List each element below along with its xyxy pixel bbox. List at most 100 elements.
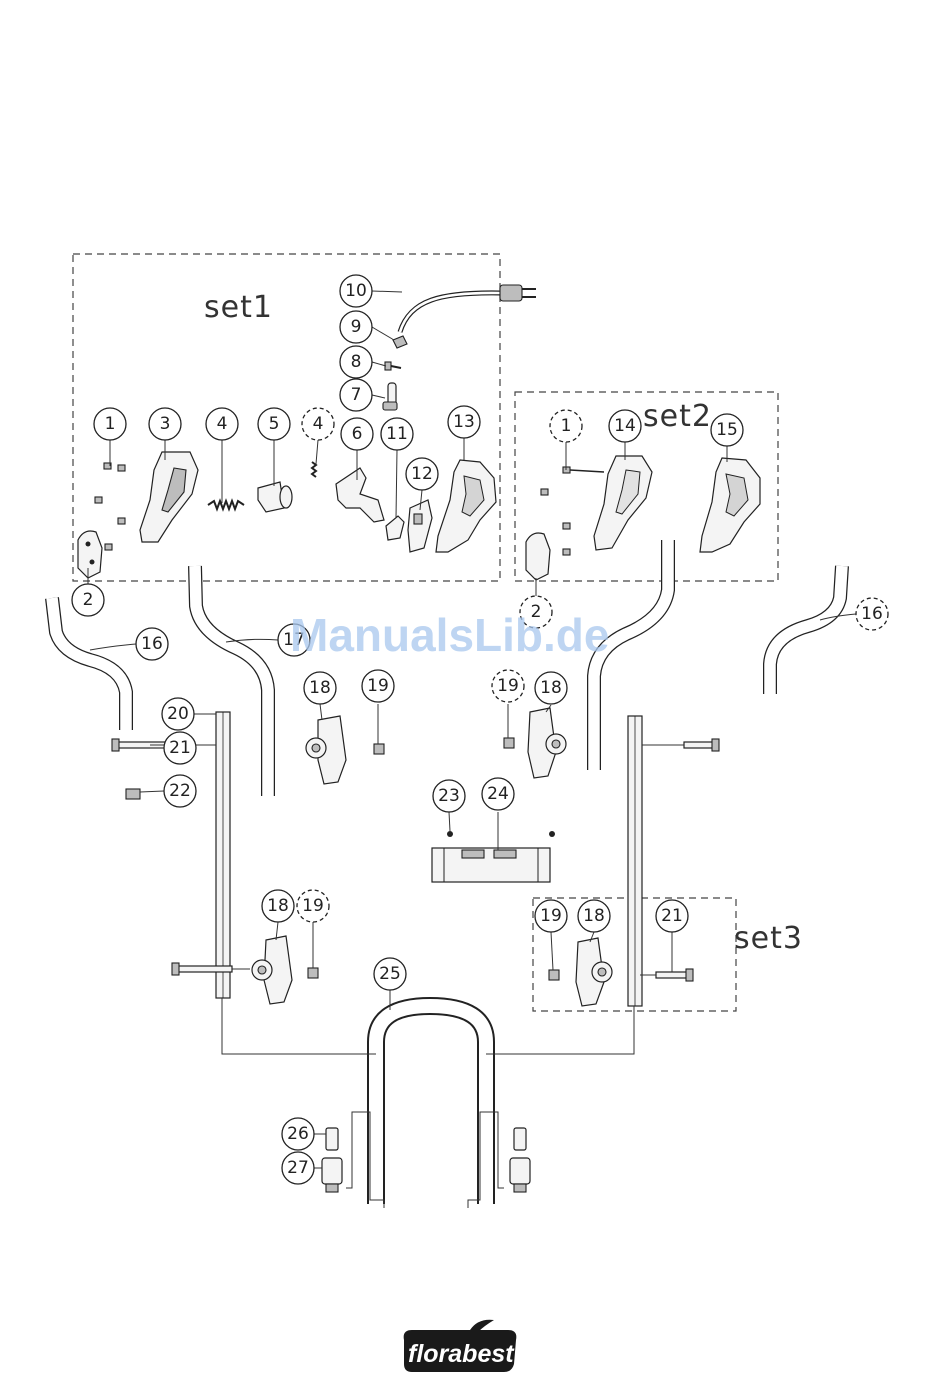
cable-holder-part: [432, 848, 550, 882]
svg-text:20: 20: [167, 704, 189, 724]
svg-text:19: 19: [367, 676, 389, 696]
svg-text:4: 4: [217, 414, 228, 434]
callout-11: 11: [381, 418, 413, 450]
svg-text:2: 2: [83, 590, 94, 610]
clamp-lever-4-part: [576, 938, 612, 1006]
lower-tube-right-part: [628, 716, 642, 1006]
svg-text:10: 10: [345, 281, 367, 301]
callout-3: 3: [149, 408, 181, 440]
svg-text:21: 21: [169, 738, 191, 758]
svg-text:21: 21: [661, 906, 683, 926]
screws-group-left: [95, 463, 125, 550]
callout-19a: 19: [362, 670, 394, 702]
svg-text:19: 19: [302, 896, 324, 916]
svg-text:18: 18: [267, 896, 289, 916]
svg-text:19: 19: [540, 906, 562, 926]
svg-text:11: 11: [386, 424, 408, 444]
set3-label: set3: [734, 921, 803, 956]
svg-text:4: 4: [313, 414, 324, 434]
callout-13: 13: [448, 406, 480, 438]
bolt-set3-part: [656, 969, 693, 981]
callout-26: 26: [282, 1118, 314, 1150]
screw-part: [385, 362, 401, 370]
foot-cap-left-part: [322, 1128, 342, 1192]
svg-text:24: 24: [487, 784, 509, 804]
upper-tube-middle-part: [195, 566, 268, 796]
switch-knob-part: [258, 482, 292, 512]
svg-text:13: 13: [453, 412, 475, 432]
set1-label: set1: [204, 290, 273, 325]
callout-1a: 1: [94, 408, 126, 440]
svg-text:3: 3: [160, 414, 171, 434]
micro-switch-part: [386, 516, 404, 540]
cover-plate-set2-part: [526, 533, 550, 580]
callout-19c: 19: [297, 890, 329, 922]
cable-clamp-part: [393, 336, 407, 348]
lower-tube-left-part: [216, 712, 230, 998]
watermark-text: ManualsLib.de: [290, 609, 609, 661]
callout-21b: 21: [656, 900, 688, 932]
callout-19b: 19: [492, 670, 524, 702]
callout-23: 23: [433, 780, 465, 812]
svg-text:8: 8: [351, 352, 362, 372]
screw-23-part: [447, 831, 453, 837]
callout-18d: 18: [578, 900, 610, 932]
svg-text:25: 25: [379, 964, 401, 984]
callout-25: 25: [374, 958, 406, 990]
clamp-lever-2-part: [528, 708, 566, 778]
cover-plate-part: [78, 531, 102, 578]
svg-text:1: 1: [561, 416, 572, 436]
callout-5: 5: [258, 408, 290, 440]
callout-19d: 19: [535, 900, 567, 932]
svg-text:15: 15: [716, 420, 738, 440]
svg-text:14: 14: [614, 416, 636, 436]
strain-relief-part: [383, 383, 397, 410]
u-frame-part: [376, 1006, 486, 1204]
callout-8: 8: [340, 346, 372, 378]
callout-15: 15: [711, 414, 743, 446]
clamp-lever-1-part: [306, 716, 346, 784]
power-cable-part: [400, 293, 500, 332]
svg-text:5: 5: [269, 414, 280, 434]
bolt-right-upper-part: [684, 739, 719, 751]
svg-text:18: 18: [309, 678, 331, 698]
callout-18c: 18: [262, 890, 294, 922]
callout-22: 22: [164, 775, 196, 807]
brand-logo-text: florabest: [408, 1340, 515, 1368]
callout-4b: 4: [302, 408, 334, 440]
svg-text:12: 12: [411, 464, 433, 484]
callout-18b: 18: [535, 672, 567, 704]
callout-6: 6: [341, 418, 373, 450]
callout-27: 27: [282, 1152, 314, 1184]
upper-tube-far-right-part: [770, 566, 842, 694]
clamp-lever-3-part: [252, 936, 292, 1004]
svg-text:23: 23: [438, 786, 460, 806]
svg-text:7: 7: [351, 385, 362, 405]
trigger-lever-part: [336, 468, 384, 522]
nut-19c-part: [308, 968, 318, 978]
nut-19a-part: [374, 744, 384, 754]
spring-part: [208, 501, 244, 509]
callout-10: 10: [340, 275, 372, 307]
callout-24: 24: [482, 778, 514, 810]
callout-16b: 16: [856, 598, 888, 630]
callout-1b: 1: [550, 410, 582, 442]
svg-text:16: 16: [861, 604, 883, 624]
svg-text:26: 26: [287, 1124, 309, 1144]
nut-part: [126, 789, 140, 799]
callout-20: 20: [162, 698, 194, 730]
callout-18a: 18: [304, 672, 336, 704]
nut-19d-part: [549, 970, 559, 980]
foot-cap-right-part: [510, 1128, 530, 1192]
svg-text:16: 16: [141, 634, 163, 654]
nut-19b-part: [504, 738, 514, 748]
spring-small-part: [312, 462, 316, 477]
svg-text:19: 19: [497, 676, 519, 696]
svg-text:27: 27: [287, 1158, 309, 1178]
svg-text:1: 1: [105, 414, 116, 434]
svg-text:18: 18: [583, 906, 605, 926]
callout-21a: 21: [164, 732, 196, 764]
brand-logo: florabest: [404, 1320, 517, 1372]
callout-4a: 4: [206, 408, 238, 440]
